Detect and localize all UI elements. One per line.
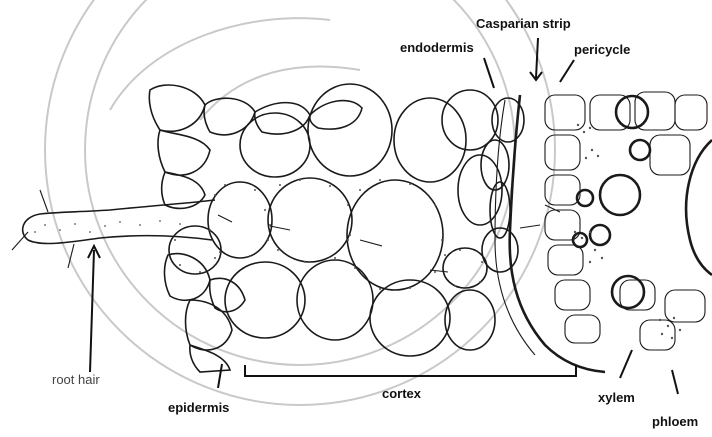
- label-endodermis: endodermis: [400, 40, 474, 55]
- label-casparian-strip: Casparian strip: [476, 16, 571, 31]
- stippled-cells: [174, 179, 483, 290]
- label-pericycle: pericycle: [574, 42, 630, 57]
- label-phloem: phloem: [652, 414, 698, 429]
- label-root-hair: root hair: [52, 372, 100, 387]
- label-xylem: xylem: [598, 390, 635, 405]
- endodermis-band: [490, 95, 605, 372]
- label-epidermis: epidermis: [168, 400, 229, 415]
- cortex-cells: [169, 84, 518, 356]
- label-cortex: cortex: [382, 386, 422, 401]
- label-leaders: [88, 38, 678, 394]
- watermark-seal: [45, 0, 555, 405]
- stele-cells: [545, 92, 707, 350]
- cortex-bracket: [245, 365, 576, 376]
